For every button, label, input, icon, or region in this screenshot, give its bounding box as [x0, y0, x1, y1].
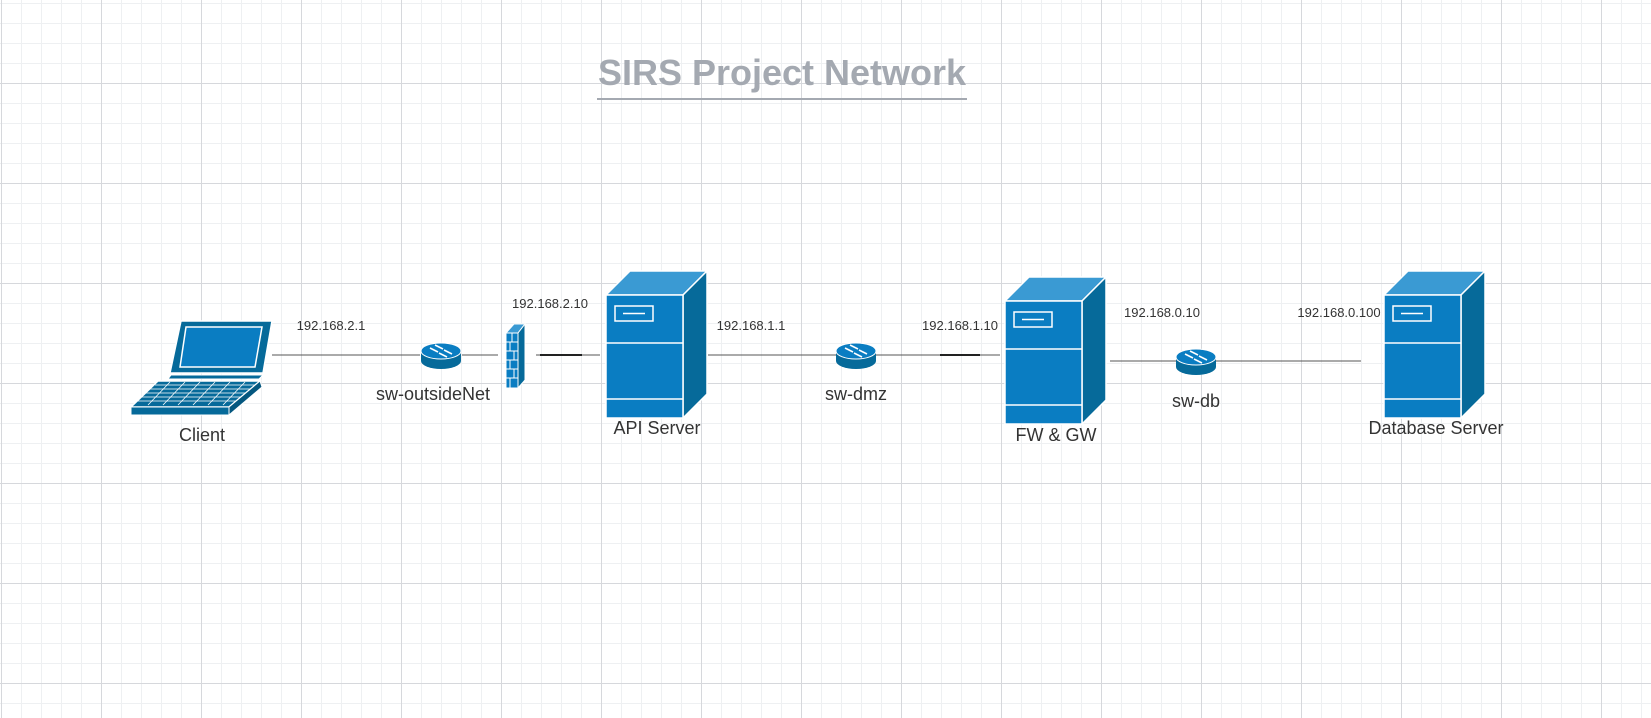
sw-outside-label: sw-outsideNet [375, 384, 491, 404]
server-icon[interactable] [1003, 275, 1108, 426]
ip-label: 192.168.2.1 [296, 318, 366, 333]
server-icon[interactable] [604, 269, 709, 420]
api-server-label: API Server [613, 418, 701, 438]
router-icon[interactable] [1175, 348, 1217, 375]
ip-label: 192.168.0.100 [1297, 305, 1381, 320]
client-label: Client [178, 425, 226, 445]
router-icon[interactable] [420, 342, 462, 369]
fw-gw-label: FW & GW [1015, 425, 1097, 445]
ip-label: 192.168.2.10 [512, 296, 588, 311]
diagram-title: SIRS Project Network [597, 50, 967, 100]
ip-label: 192.168.0.10 [1124, 305, 1200, 320]
ip-label: 192.168.1.10 [922, 318, 998, 333]
db-server-label: Database Server [1368, 418, 1504, 438]
sw-dmz-label: sw-dmz [825, 384, 887, 404]
firewall-icon[interactable] [504, 322, 527, 390]
ip-label: 192.168.1.1 [716, 318, 786, 333]
sw-db-label: sw-db [1171, 391, 1221, 411]
laptop-icon[interactable] [129, 320, 273, 417]
server-icon[interactable] [1382, 269, 1487, 420]
router-icon[interactable] [835, 342, 877, 369]
